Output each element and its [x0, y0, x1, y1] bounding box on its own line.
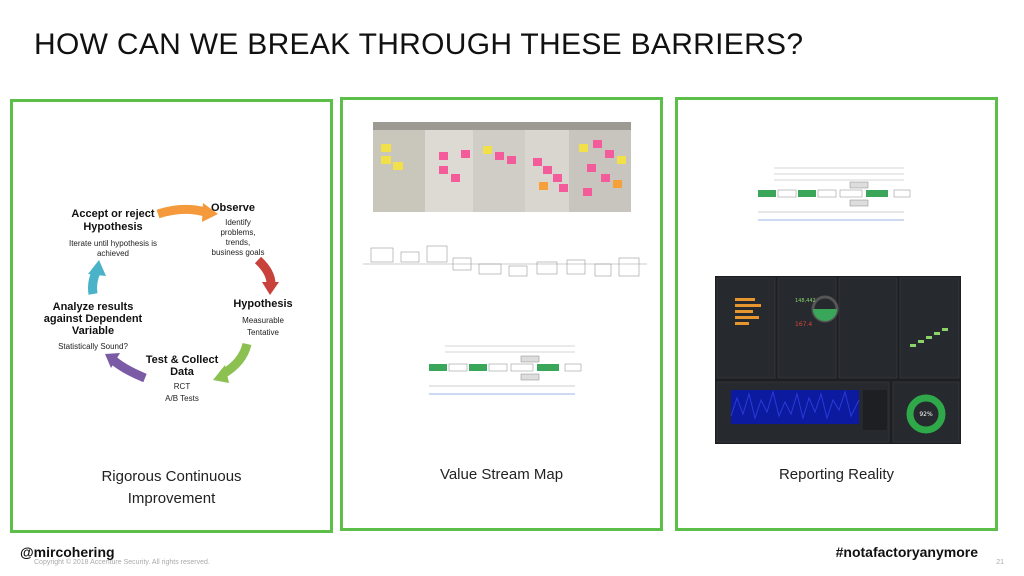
- panel2-caption: Value Stream Map: [439, 466, 564, 483]
- footer-hashtag: #notafactoryanymore: [835, 544, 978, 560]
- observe-sub-line: trends,: [225, 238, 251, 247]
- accept-sub-line2: achieved: [96, 249, 130, 258]
- panel-reporting-reality: 148,442 167.4 92% Reporting Reality: [675, 97, 998, 531]
- test-sub-ab: A/B Tests: [165, 394, 199, 403]
- observe-sub-line: business goals: [211, 248, 265, 257]
- analyze-sub: Statistically Sound?: [58, 342, 128, 351]
- analyze-title-line3: Variable: [71, 325, 115, 337]
- hypothesis-sub-measurable: Measurable: [242, 316, 284, 325]
- page-number: 21: [996, 559, 1004, 566]
- svg-text:167.4: 167.4: [795, 321, 812, 328]
- arrow-purple: [110, 356, 147, 383]
- sticky-notes: [381, 140, 626, 196]
- arrow-red-head: [262, 282, 279, 295]
- panel1-caption: Rigorous Continuous Improvement: [13, 466, 330, 510]
- test-title-line2: Data: [170, 366, 194, 378]
- whiteboard-photo: [373, 122, 631, 212]
- arrow-teal-head: [88, 260, 106, 276]
- observe-sub: Identify problems, trends, business goal…: [203, 218, 273, 258]
- copyright-notice: Copyright © 2018 Accenture Security. All…: [34, 559, 210, 566]
- panel1-caption-line2: Improvement: [127, 490, 216, 507]
- dashboard-screenshot: 148,442 167.4 92%: [715, 276, 961, 444]
- panel-value-stream-map: Value Stream Map: [340, 97, 663, 531]
- hypothesis-sub-tentative: Tentative: [246, 328, 280, 337]
- arrow-green-head: [213, 365, 229, 383]
- panel-continuous-improvement: Observe Identify problems, trends, busin…: [10, 99, 333, 533]
- arrow-red: [254, 256, 276, 285]
- value-stream-map-thumbnail: [429, 345, 582, 395]
- dashboard-orange-bars: [735, 298, 761, 325]
- test-sub-rct: RCT: [173, 382, 191, 391]
- hypothesis-title: Hypothesis: [233, 298, 293, 310]
- footer-handle: @mircohering: [20, 544, 115, 560]
- analyze-title-line2: against Dependent: [43, 313, 143, 325]
- panel3-caption: Reporting Reality: [778, 466, 895, 483]
- accept-title-line1: Accept or reject: [71, 208, 155, 220]
- svg-text:148,442: 148,442: [795, 298, 816, 304]
- observe-sub-line: Identify: [225, 218, 251, 227]
- observe-sub-line: problems,: [220, 228, 256, 237]
- accept-sub-line1: Iterate until hypothesis is: [68, 239, 158, 248]
- dashboard-gauge-value: 92%: [919, 411, 933, 418]
- accept-title-line2: Hypothesis: [83, 221, 143, 233]
- cycle-arrows: [88, 203, 279, 383]
- slide-title: HOW CAN WE BREAK THROUGH THESE BARRIERS?: [34, 28, 804, 61]
- dashboard-step-bars: [910, 328, 948, 347]
- value-stream-map-thumbnail-2: [758, 167, 911, 221]
- process-map-thumbnail: [363, 245, 647, 277]
- arrow-orange-head: [202, 203, 218, 222]
- panel1-caption-line1: Rigorous Continuous: [101, 468, 242, 485]
- arrow-purple-head: [105, 353, 120, 368]
- arrow-orange: [156, 204, 207, 219]
- observe-title: Observe: [210, 202, 256, 214]
- analyze-title-line1: Analyze results: [52, 301, 134, 313]
- test-title-line1: Test & Collect: [145, 354, 219, 366]
